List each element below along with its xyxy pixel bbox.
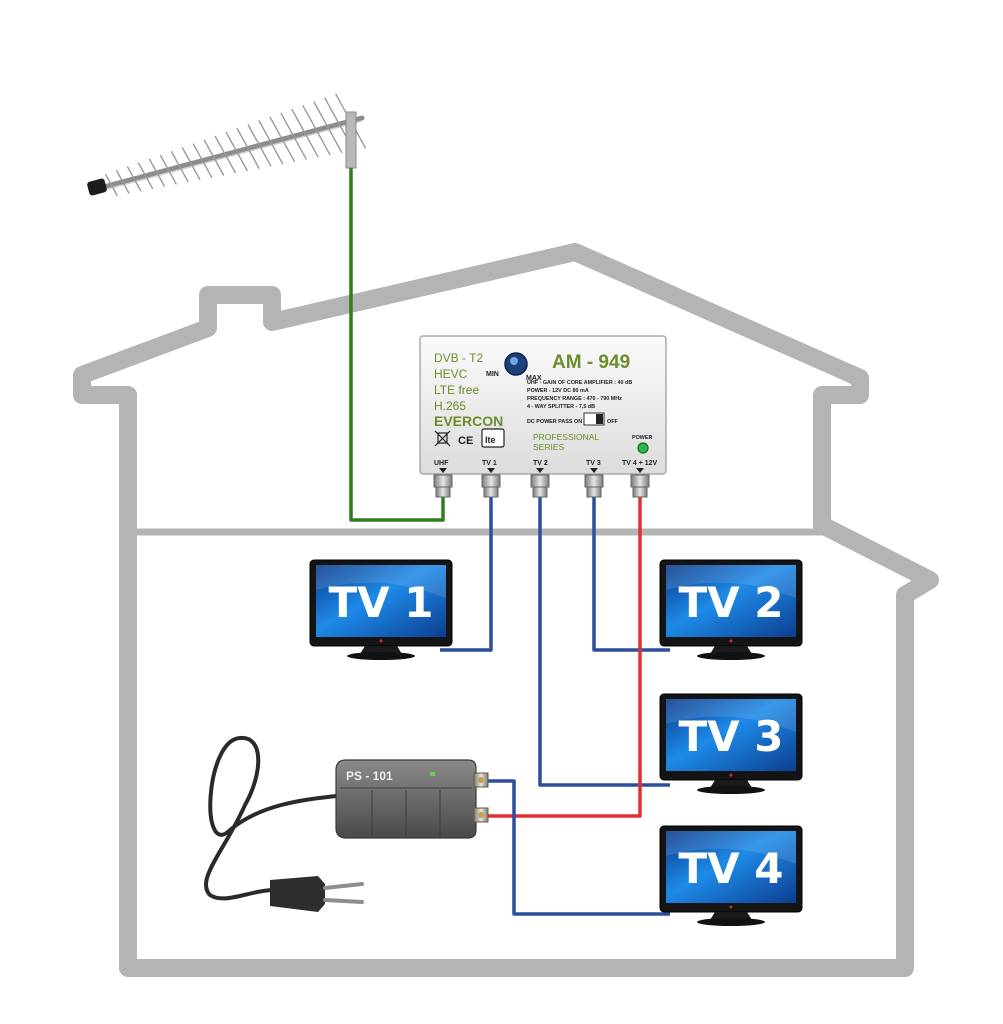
series-line-2: SERIES: [533, 442, 565, 452]
spec-gain: UHF - GAIN OF CORE AMPLIFIER : 40 dB: [527, 380, 632, 386]
port-label-uhf: UHF: [434, 460, 449, 467]
spec-list: UHF - GAIN OF CORE AMPLIFIER : 40 dB POW…: [527, 380, 632, 410]
feature-lte-free: LTE free: [434, 383, 479, 397]
spec-frequency: FREQUENCY RANGE : 470 - 790 MHz: [527, 396, 622, 402]
ps-connector-bottom: [473, 807, 489, 823]
power-supply-ps-101: PS - 101: [203, 736, 489, 912]
port-uhf-connector: [433, 468, 453, 498]
tv-4-label: TV 4: [679, 844, 784, 893]
port-tv3-connector: [584, 468, 604, 498]
tv-4: TV 4: [659, 825, 803, 926]
dc-pass-switch[interactable]: [583, 412, 605, 426]
tv-1: TV 1: [309, 559, 453, 660]
tv-2-label: TV 2: [679, 578, 784, 627]
power-cord: [203, 736, 338, 901]
port-tv2-connector: [530, 468, 550, 498]
lte-badge-text: lte: [485, 435, 496, 445]
tv-group: TV 1 TV 2 TV 3 TV 4: [309, 559, 803, 926]
dc-pass-label: DC POWER PASS: [527, 419, 573, 425]
port-label-tv1: TV 1: [482, 460, 497, 467]
power-led: [637, 442, 649, 454]
ps-connector-top: [473, 772, 489, 788]
dc-on-label: ON: [574, 419, 582, 425]
ce-mark: CE: [458, 435, 473, 447]
ps-led: [430, 772, 435, 776]
spec-power: POWER - 12V DC 80 mA: [527, 388, 589, 394]
dc-off-label: OFF: [607, 419, 618, 425]
spec-splitter: 4 - WAY SPLITTER - 7,5 dB: [527, 404, 595, 410]
tv-1-label: TV 1: [329, 578, 434, 627]
cables: [349, 168, 670, 916]
cable-tv2: [592, 497, 670, 652]
amplifier-am-949: DVB - T2 HEVC LTE free H.265 EVERCON MIN…: [419, 335, 667, 498]
feature-dvb-t2: DVB - T2: [434, 351, 483, 365]
tv-3: TV 3: [659, 693, 803, 794]
cable-power: [488, 497, 642, 818]
power-led-label: POWER: [632, 435, 652, 441]
power-supply-label: PS - 101: [346, 769, 393, 783]
cable-tv3: [538, 497, 670, 787]
cable-tv1: [440, 497, 493, 652]
gain-knob[interactable]: [504, 352, 528, 376]
knob-max-label: MAX: [526, 375, 542, 382]
port-label-tv3: TV 3: [586, 460, 601, 467]
port-tv4-connector: [630, 468, 650, 498]
amplifier-ports: [433, 468, 650, 498]
tv-3-label: TV 3: [679, 712, 784, 761]
port-tv1-connector: [481, 468, 501, 498]
feature-hevc: HEVC: [434, 367, 468, 381]
knob-min-label: MIN: [486, 371, 499, 378]
brand-evercon: EVERCON: [434, 413, 503, 429]
port-label-tv2: TV 2: [533, 460, 548, 467]
antenna-cable: [349, 168, 445, 522]
house-outline: [73, 243, 939, 977]
weee-bin-icon: [434, 430, 451, 447]
tv-2: TV 2: [659, 559, 803, 660]
feature-h265: H.265: [434, 399, 466, 413]
feature-list: DVB - T2 HEVC LTE free H.265: [434, 351, 483, 413]
model-title: AM - 949: [552, 352, 630, 373]
series-line-1: PROFESSIONAL: [533, 432, 599, 442]
port-label-tv4-12v: TV 4 + 12V: [622, 460, 658, 467]
yagi-antenna: [87, 93, 367, 197]
cable-tv4: [488, 779, 670, 916]
lte-badge-icon: lte: [481, 428, 505, 448]
plug-icon: [270, 876, 325, 912]
